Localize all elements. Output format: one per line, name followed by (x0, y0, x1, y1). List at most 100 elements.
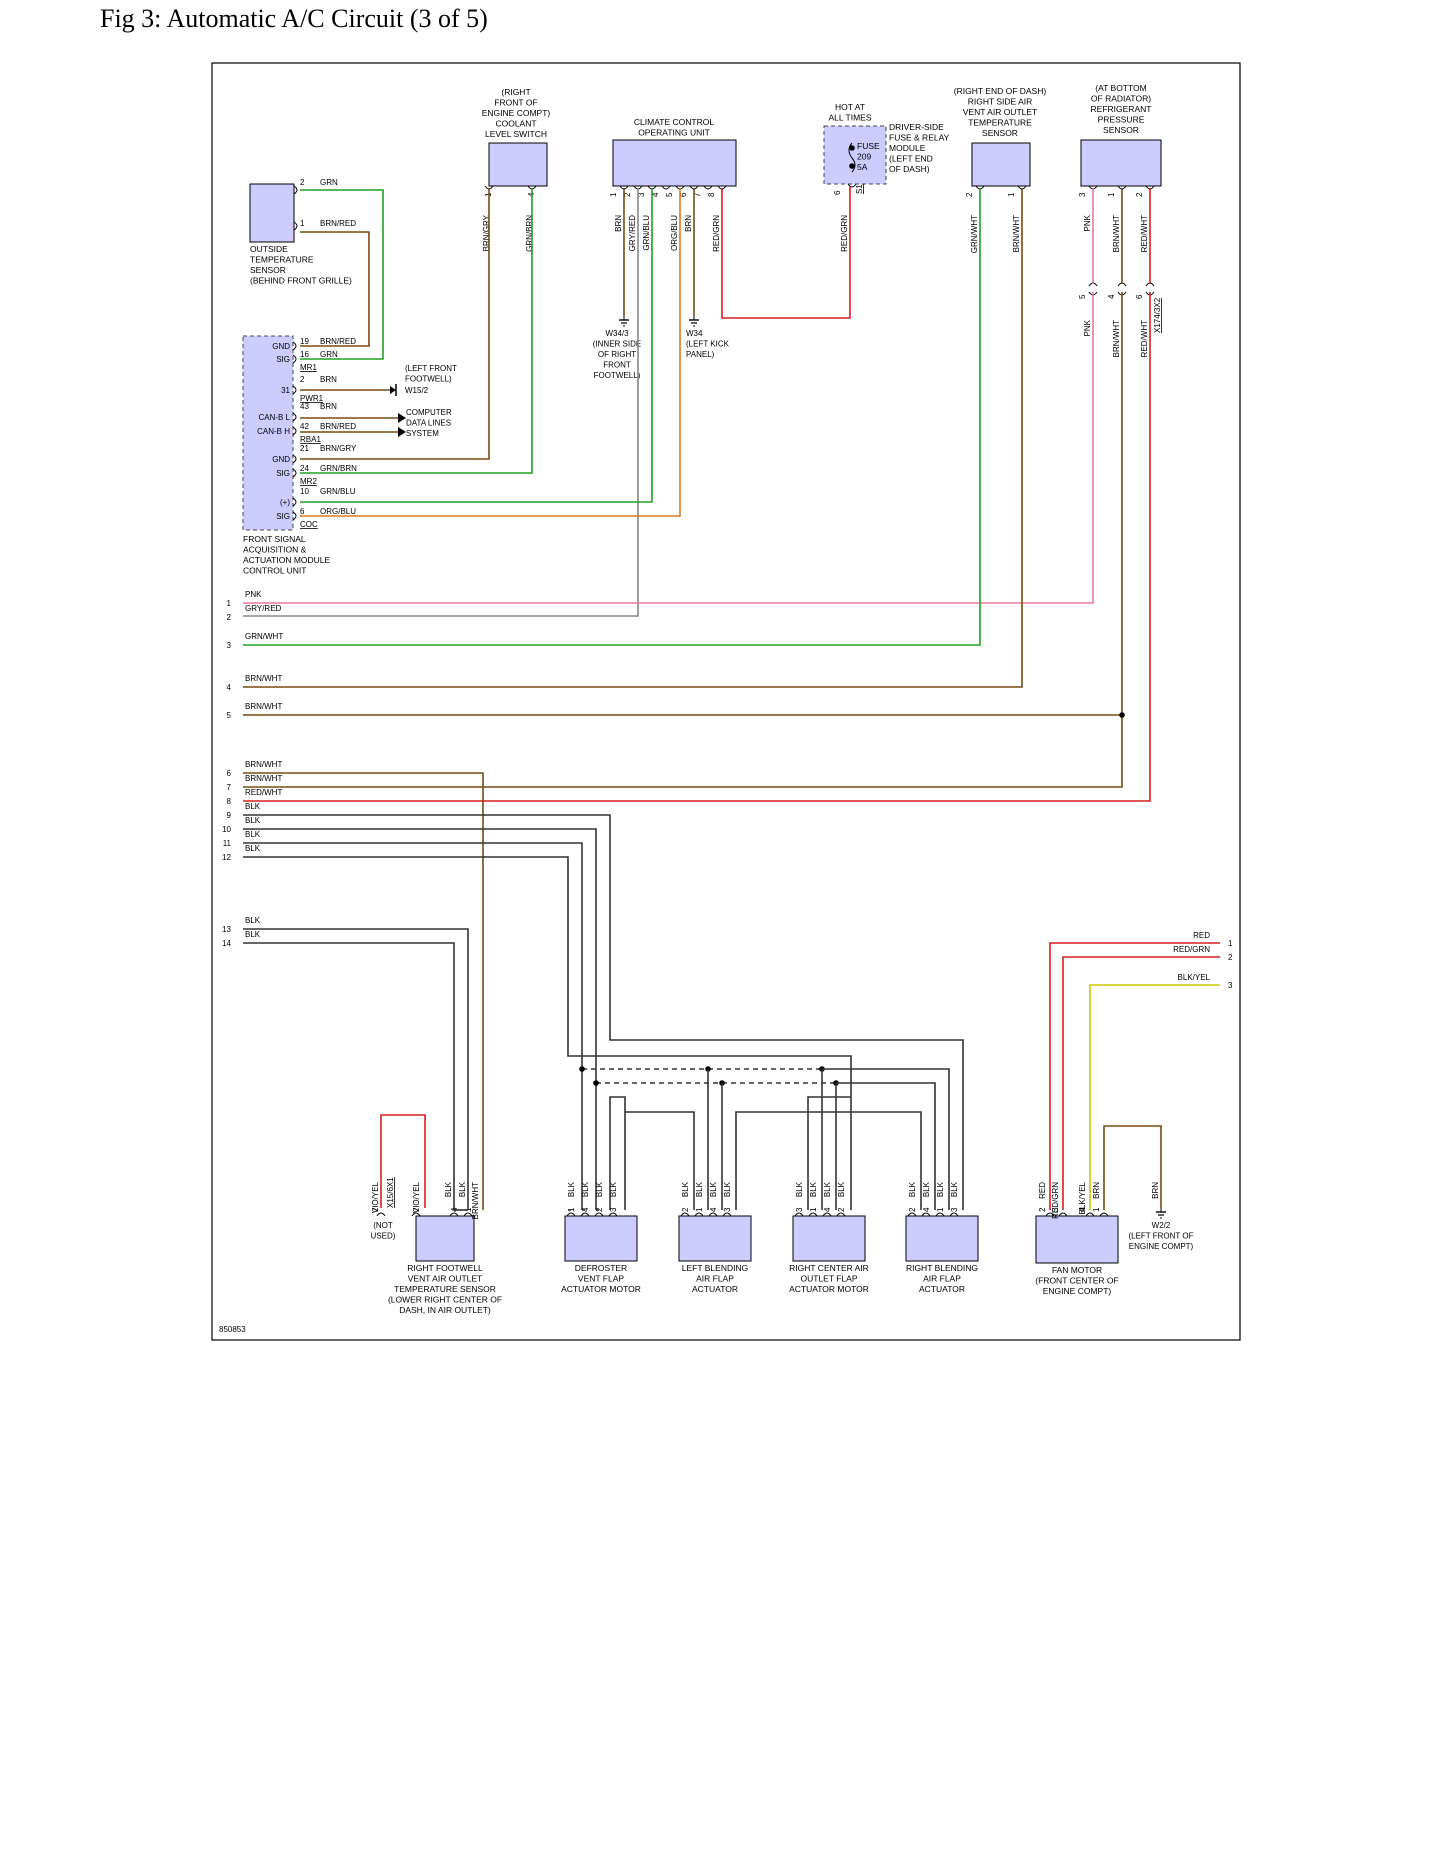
component-label: OF DASH) (889, 164, 930, 174)
wire-label: BLK (245, 916, 261, 925)
component-label: (BEHIND FRONT GRILLE) (250, 276, 352, 286)
wire-blk (243, 942, 455, 1210)
wire-grn (300, 189, 384, 360)
connector-pin (949, 1212, 959, 1217)
component-label: (AT BOTTOM (1095, 83, 1146, 93)
connector-pin (293, 221, 298, 231)
wire-label: GRN (320, 178, 338, 187)
component-label: ACTUATOR (919, 1284, 965, 1294)
component-label: (RIGHT END OF DASH) (954, 86, 1047, 96)
wire-blk (243, 842, 583, 1210)
figure-id: 850853 (219, 1325, 246, 1334)
wire-number: 11 (223, 839, 232, 848)
wire-label: GRN/WHT (245, 632, 283, 641)
pin-number: 4 (1078, 1207, 1087, 1212)
wire-label: RED/GRN (840, 215, 849, 252)
wire-label: BLK (723, 1181, 732, 1197)
pin-number: 1 (1107, 192, 1116, 197)
wire-label: BRN/WHT (1112, 320, 1121, 357)
pin-number: 7 (693, 192, 702, 197)
component-label: CLIMATE CONTROL (634, 117, 714, 127)
wire-label: BLK (245, 802, 261, 811)
connector-id: MR1 (300, 363, 317, 372)
component-label: LEVEL SWITCH (485, 129, 547, 139)
pin-number: 3 (950, 1207, 959, 1212)
wire-label: BRN/WHT (1012, 215, 1021, 252)
pin-number: 2 (623, 192, 632, 197)
connector-pin (449, 1212, 459, 1217)
component-label: OPERATING UNIT (638, 128, 710, 138)
splice-dot (593, 1080, 599, 1086)
connector-pin (1045, 1212, 1055, 1217)
refrigerant-pressure-sensor (1080, 139, 1162, 187)
connector-pin (594, 1212, 604, 1217)
right-vent-sensor (971, 142, 1031, 187)
wire-label: BLK (936, 1181, 945, 1197)
wire-blk (243, 828, 597, 1210)
pin-number: 3 (723, 1207, 732, 1212)
pin-number: 4 (581, 1207, 590, 1212)
figure-title: Fig 3: Automatic A/C Circuit (3 of 5) (100, 4, 488, 33)
connector-pin (722, 1212, 732, 1217)
wire-label: BLK (567, 1181, 576, 1197)
pin-number: 6 (679, 192, 688, 197)
wire-label: RED/GRN (712, 215, 721, 252)
connector-pin (292, 341, 297, 351)
connector-pin (703, 185, 713, 190)
connector-pin (794, 1212, 804, 1217)
right-blending-actuator (905, 1215, 979, 1262)
wire-blk (243, 928, 469, 1210)
fsaam-control-unit (242, 335, 294, 531)
wire-blk (243, 856, 852, 1210)
pin-name: GND (272, 342, 290, 351)
component-label: FRONT SIGNAL (243, 534, 306, 544)
connector-id: X174/3X2 (1153, 297, 1162, 333)
connector-pin (822, 1212, 832, 1217)
pin-number: 3 (609, 1207, 618, 1212)
pin-number: 5 (1078, 294, 1087, 299)
wire-blk (625, 1111, 695, 1210)
component-label: PANEL) (686, 350, 715, 359)
component-label: RIGHT SIDE AIR (968, 97, 1033, 107)
wire-label: BLK (809, 1181, 818, 1197)
wire-label: RED/WHT (1140, 215, 1149, 252)
wire-red-grn (721, 186, 851, 319)
splice-dot (579, 1066, 585, 1072)
component-label: RIGHT BLENDING (906, 1263, 978, 1273)
pin-number: 6 (1135, 294, 1144, 299)
component-label: USED) (371, 1232, 396, 1241)
wire-org-blu (300, 188, 681, 517)
component-label: PRESSURE (1098, 115, 1145, 125)
wire-number: 12 (222, 853, 231, 862)
outside-temp-sensor (249, 183, 295, 243)
component-label: SYSTEM (406, 429, 439, 438)
wire-label: RED/GRN (1051, 1182, 1060, 1219)
wire-number: 9 (227, 811, 232, 820)
connector-pin (708, 1212, 718, 1217)
connector-pin (907, 1212, 917, 1217)
pin-number: 21 (300, 444, 309, 453)
wire-blk (807, 1096, 851, 1210)
wire-number: 3 (1228, 981, 1233, 990)
wire-brn-gry (300, 188, 490, 460)
component-label: TEMPERATURE (250, 255, 314, 265)
wire-label: BLK (245, 830, 261, 839)
wire-label: GRN (320, 350, 338, 359)
connector-pin (921, 1212, 931, 1217)
wire-blk (609, 1096, 626, 1210)
connector-id: X15/6X1 (386, 1177, 395, 1208)
connector-pin (292, 412, 297, 422)
connector-pin (935, 1212, 945, 1217)
component-label: ACQUISITION & (243, 545, 307, 555)
connector-pin (293, 185, 298, 195)
wire-brn-wht (243, 772, 484, 1210)
arrow-symbol (398, 427, 406, 437)
pin-number: 19 (300, 337, 309, 346)
defroster-actuator-motor (564, 1215, 638, 1262)
wire-label: BLK (444, 1181, 453, 1197)
wire-grn-wht (243, 188, 981, 646)
wire-label: BLK/YEL (1178, 973, 1211, 982)
wire-label: RED (1193, 931, 1210, 940)
component-label: OF RIGHT (598, 350, 636, 359)
wire-label: VIO/YEL (371, 1181, 380, 1213)
